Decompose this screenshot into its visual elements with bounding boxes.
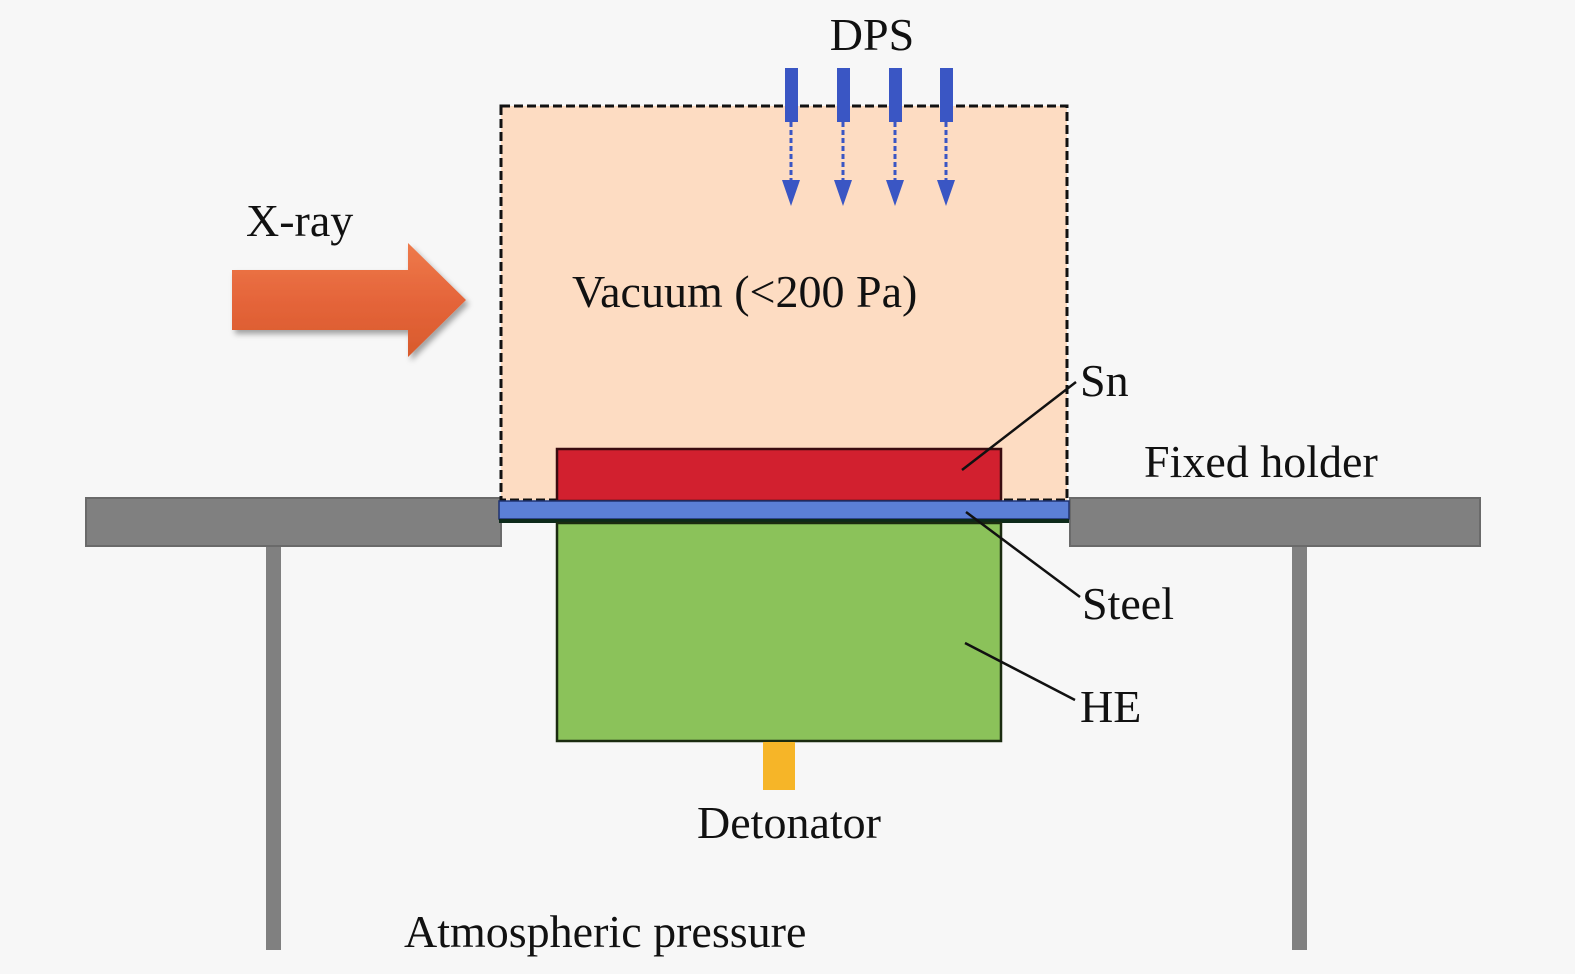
holder-leg-left — [266, 544, 281, 950]
xray-arrow-icon — [232, 243, 466, 357]
he-block — [555, 521, 1003, 743]
holder-leg-right — [1292, 544, 1307, 950]
leader-steel — [965, 510, 1081, 599]
label-steel: Steel — [1082, 578, 1174, 629]
label-dps: DPS — [830, 9, 914, 60]
dps-probe — [834, 68, 852, 206]
label-sn: Sn — [1080, 355, 1129, 406]
label-vacuum: Vacuum (<200 Pa) — [572, 266, 917, 317]
detonator — [763, 742, 795, 790]
fixed-holder-left — [85, 497, 502, 547]
leader-he — [964, 641, 1076, 702]
dps-probe — [886, 68, 904, 206]
vacuum-chamber — [499, 104, 1069, 502]
label-fixed-holder: Fixed holder — [1144, 436, 1378, 487]
leader-sn — [961, 381, 1077, 471]
fixed-holder-right — [1069, 497, 1481, 547]
label-detonator: Detonator — [697, 797, 881, 848]
dps-probe — [782, 68, 800, 206]
steel-plate — [498, 500, 1070, 520]
steel-plate-underline — [499, 519, 1069, 523]
dps-probe — [937, 68, 955, 206]
dps-probes — [782, 68, 955, 206]
label-atmospheric-pressure: Atmospheric pressure — [404, 906, 806, 957]
label-he: HE — [1080, 681, 1141, 732]
label-xray: X-ray — [246, 195, 353, 246]
sn-sample — [555, 447, 1003, 503]
